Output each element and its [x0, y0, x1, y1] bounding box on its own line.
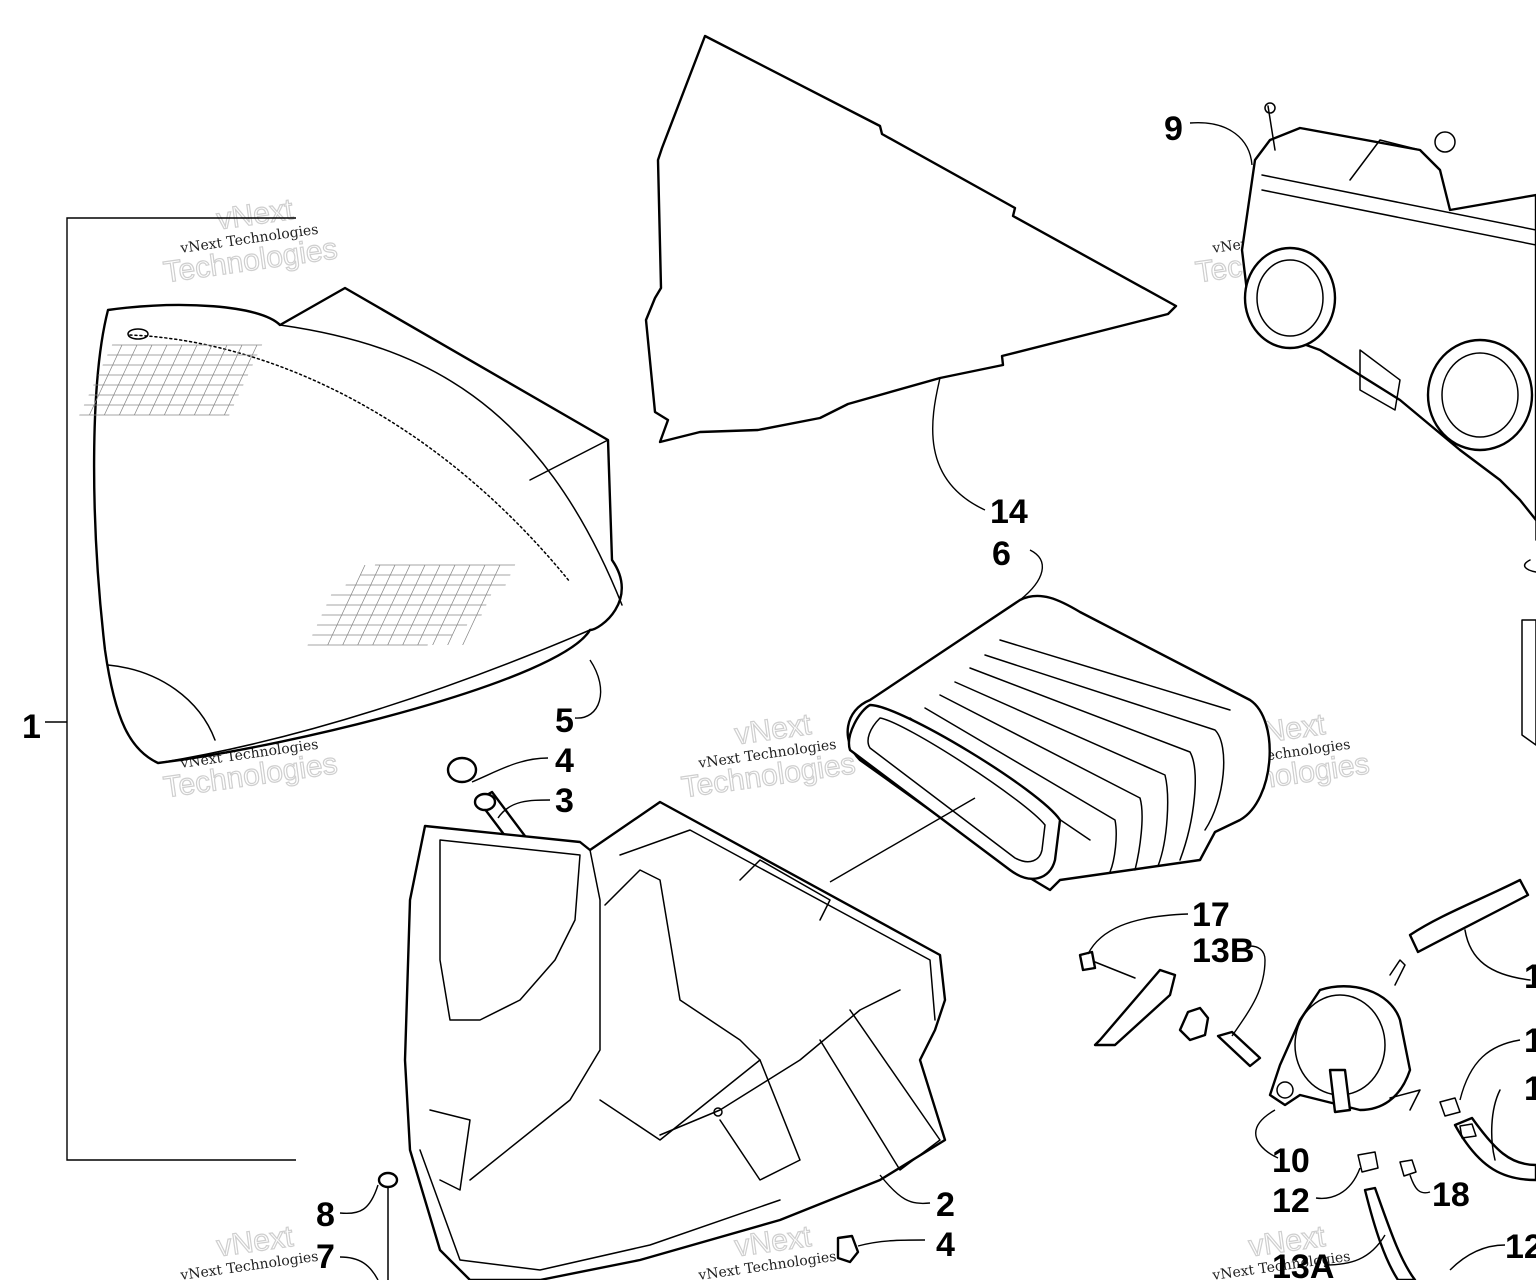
callout-1: 1 [22, 708, 41, 746]
callout-4: 4 [555, 742, 574, 780]
callout-8: 8 [316, 1196, 335, 1234]
callout-13b: 13B [1192, 932, 1254, 970]
callout-12: 12 [1272, 1182, 1310, 1220]
callout-1: 1 [1524, 958, 1536, 996]
plug-cap [446, 756, 549, 784]
callout-labels: 1 2 3 4 4 5 6 7 8 9 10 12 12 13A 13B 14 … [22, 110, 1536, 1280]
mesh-patch [79, 344, 263, 416]
clip [836, 1234, 926, 1264]
callout-1: 1 [1524, 1022, 1536, 1060]
throttle-body [1189, 102, 1536, 746]
callout-12: 12 [1505, 1228, 1536, 1266]
callout-7: 7 [316, 1238, 335, 1276]
fuel-pump [1255, 959, 1421, 1159]
callout-13a: 13A [1272, 1248, 1334, 1280]
mesh-patch [307, 564, 516, 646]
filter-sheet [644, 34, 1178, 511]
watermark: vNext Technologies vNext Technologies [679, 707, 858, 805]
callout-14: 14 [990, 493, 1028, 531]
callout-1: 1 [1524, 1070, 1536, 1108]
callout-3: 3 [555, 782, 574, 820]
air-box-cover [79, 286, 623, 765]
callout-9: 9 [1164, 110, 1183, 148]
fuel-hoses [1315, 878, 1536, 1280]
callout-5: 5 [555, 702, 574, 740]
callout-10: 10 [1272, 1142, 1310, 1180]
intake-bellows [846, 549, 1271, 892]
callout-4: 4 [936, 1226, 955, 1264]
callout-17: 17 [1192, 896, 1230, 934]
assembly-bracket [45, 217, 296, 1161]
watermark: vNext vNext Technologies [178, 1219, 319, 1280]
callout-2: 2 [936, 1186, 955, 1224]
bolt-bracket [1078, 913, 1266, 1068]
watermark: vNext Technologies vNext Technologies [161, 192, 340, 290]
callout-18: 18 [1432, 1176, 1470, 1214]
callout-6: 6 [992, 535, 1011, 573]
push-rivet [339, 1171, 399, 1280]
air-box [403, 797, 976, 1280]
